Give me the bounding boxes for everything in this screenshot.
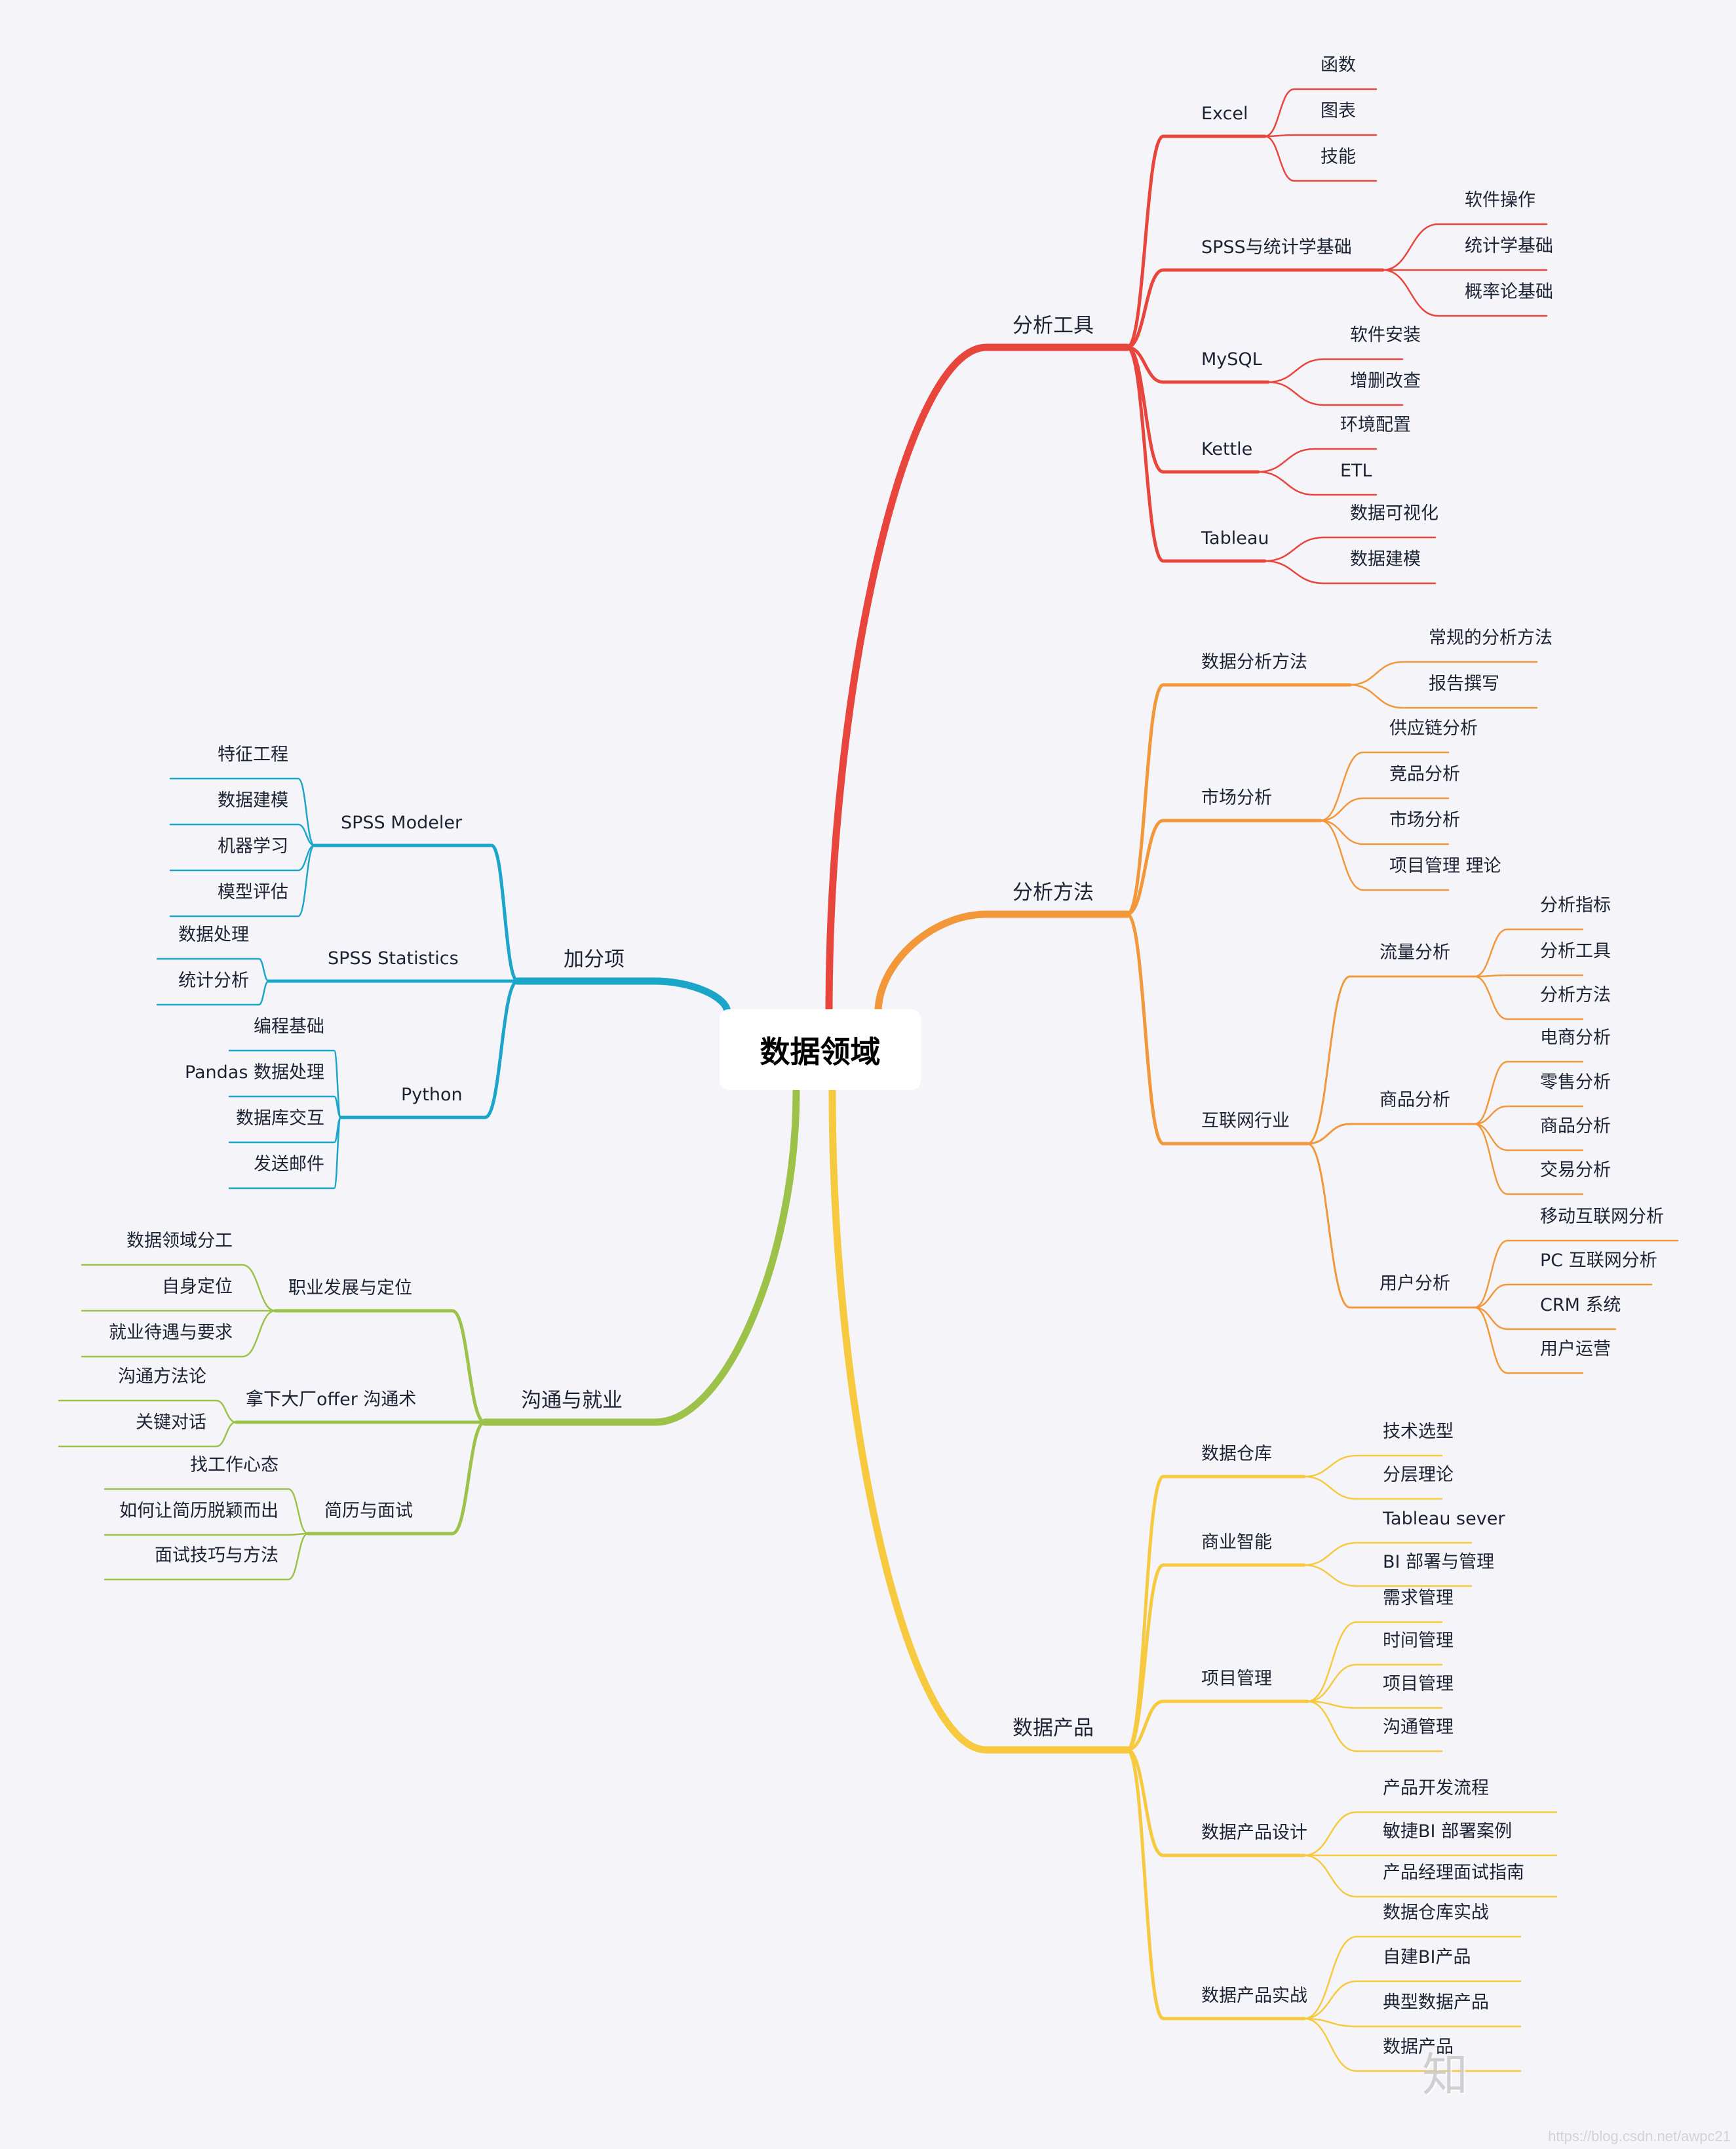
leaf-item[interactable]: 移动互联网分析	[1540, 1207, 1664, 1227]
leaf-item[interactable]: 图表	[1321, 101, 1356, 121]
leaf-item[interactable]: 项目管理	[1383, 1674, 1454, 1694]
topic-2-2[interactable]: 项目管理	[1201, 1669, 1272, 1689]
leaf-item[interactable]: 商品分析	[1540, 1116, 1611, 1136]
leaf-item[interactable]: 软件安装	[1350, 325, 1421, 345]
leaf-item[interactable]: 用户运营	[1540, 1339, 1611, 1359]
subtopic-0[interactable]: 流量分析	[1379, 942, 1450, 963]
leaf-item[interactable]: 发送邮件	[254, 1154, 324, 1174]
branch-0[interactable]: 分析工具	[1013, 314, 1094, 338]
leaf-item[interactable]: 产品经理面试指南	[1383, 1863, 1524, 1883]
branch-4[interactable]: 沟通与就业	[521, 1389, 623, 1412]
leaf-item[interactable]: 数据建模	[218, 790, 288, 811]
watermark-url: https://blog.csdn.net/awpc21	[1548, 2128, 1731, 2144]
leaf-item[interactable]: 典型数据产品	[1383, 1992, 1489, 2013]
leaf-item[interactable]: CRM 系统	[1540, 1295, 1621, 1315]
root-node[interactable]: 数据领域	[720, 1009, 921, 1090]
leaf-item[interactable]: 零售分析	[1540, 1072, 1611, 1093]
topic-4-0[interactable]: 职业发展与定位	[288, 1278, 412, 1298]
leaf-item[interactable]: 概率论基础	[1465, 282, 1553, 302]
leaf-item[interactable]: 电商分析	[1540, 1028, 1611, 1048]
leaf-item[interactable]: 编程基础	[254, 1016, 324, 1037]
leaf-item[interactable]: 沟通管理	[1383, 1717, 1454, 1737]
leaf-item[interactable]: 供应链分析	[1389, 718, 1478, 739]
leaf-item[interactable]: 数据库交互	[236, 1108, 324, 1129]
topic-3-0[interactable]: SPSS Modeler	[341, 813, 463, 833]
subtopic-1[interactable]: 商品分析	[1379, 1090, 1450, 1110]
root-label: 数据领域	[760, 1034, 881, 1070]
topic-2-1[interactable]: 商业智能	[1201, 1532, 1272, 1553]
topic-2-0[interactable]: 数据仓库	[1201, 1444, 1272, 1464]
subtopic-2[interactable]: 用户分析	[1379, 1273, 1450, 1294]
leaf-item[interactable]: 找工作心态	[190, 1455, 279, 1475]
leaf-item[interactable]: 产品开发流程	[1383, 1778, 1489, 1798]
leaf-item[interactable]: Tableau sever	[1383, 1509, 1505, 1529]
leaf-item[interactable]: 统计分析	[178, 971, 249, 991]
leaf-item[interactable]: 时间管理	[1383, 1631, 1454, 1651]
leaf-item[interactable]: 面试技巧与方法	[155, 1545, 279, 1566]
topic-0-0[interactable]: Excel	[1201, 104, 1248, 124]
leaf-item[interactable]: 数据仓库实战	[1383, 1903, 1489, 1923]
topic-4-1[interactable]: 拿下大厂offer 沟通术	[246, 1389, 417, 1410]
leaf-item[interactable]: 软件操作	[1465, 190, 1535, 210]
topic-2-3[interactable]: 数据产品设计	[1201, 1823, 1307, 1843]
leaf-item[interactable]: 技术选型	[1383, 1422, 1454, 1442]
branch-2[interactable]: 数据产品	[1013, 1716, 1094, 1740]
leaf-item[interactable]: 分析指标	[1540, 895, 1611, 916]
topic-1-1[interactable]: 市场分析	[1201, 788, 1272, 808]
leaf-item[interactable]: 自身定位	[162, 1277, 233, 1297]
topic-1-0[interactable]: 数据分析方法	[1201, 652, 1307, 672]
leaf-item[interactable]: 如何让简历脱颖而出	[119, 1501, 279, 1521]
watermark-glyph: 知	[1422, 2048, 1468, 2102]
leaf-item[interactable]: 技能	[1321, 147, 1356, 167]
topic-0-1[interactable]: SPSS与统计学基础	[1201, 237, 1352, 258]
leaf-item[interactable]: 就业待遇与要求	[109, 1323, 233, 1343]
leaf-item[interactable]: 沟通方法论	[118, 1366, 206, 1387]
leaf-item[interactable]: 函数	[1321, 55, 1356, 75]
topic-1-2[interactable]: 互联网行业	[1201, 1111, 1290, 1131]
leaf-item[interactable]: 数据建模	[1350, 549, 1421, 570]
leaf-item[interactable]: 分层理论	[1383, 1465, 1454, 1485]
leaf-item[interactable]: 敏捷BI 部署案例	[1383, 1821, 1513, 1842]
leaf-item[interactable]: 数据可视化	[1350, 503, 1438, 524]
leaf-item[interactable]: 市场分析	[1389, 810, 1460, 830]
leaf-item[interactable]: BI 部署与管理	[1383, 1552, 1495, 1572]
topic-0-3[interactable]: Kettle	[1201, 439, 1253, 459]
leaf-item[interactable]: 特征工程	[218, 745, 288, 765]
topic-4-2[interactable]: 简历与面试	[324, 1501, 413, 1521]
leaf-item[interactable]: 自建BI产品	[1383, 1947, 1471, 1967]
leaf-item[interactable]: 交易分析	[1540, 1160, 1611, 1180]
leaf-item[interactable]: 统计学基础	[1465, 236, 1553, 256]
leaf-item[interactable]: 竞品分析	[1389, 764, 1460, 784]
topic-0-4[interactable]: Tableau	[1201, 528, 1269, 549]
leaf-item[interactable]: 数据产品	[1383, 2037, 1454, 2057]
leaf-item[interactable]: 报告撰写	[1429, 674, 1499, 694]
leaf-item[interactable]: 需求管理	[1383, 1588, 1454, 1608]
leaf-item[interactable]: 环境配置	[1340, 415, 1411, 435]
topic-3-2[interactable]: Python	[401, 1085, 463, 1105]
leaf-item[interactable]: 增删改查	[1350, 371, 1421, 391]
leaf-item[interactable]: 模型评估	[218, 882, 288, 902]
leaf-item[interactable]: 数据领域分工	[126, 1231, 233, 1251]
leaf-item[interactable]: 关键对话	[136, 1412, 206, 1433]
leaf-item[interactable]: 数据处理	[178, 925, 249, 945]
leaf-item[interactable]: Pandas 数据处理	[184, 1062, 324, 1083]
leaf-item[interactable]: 项目管理 理论	[1389, 856, 1501, 876]
topic-0-2[interactable]: MySQL	[1201, 349, 1262, 370]
leaf-item[interactable]: PC 互联网分析	[1540, 1250, 1657, 1271]
leaf-item[interactable]: 分析方法	[1540, 985, 1611, 1005]
leaf-item[interactable]: 分析工具	[1540, 941, 1611, 961]
topic-3-1[interactable]: SPSS Statistics	[328, 948, 459, 969]
branch-1[interactable]: 分析方法	[1013, 881, 1094, 904]
topic-2-4[interactable]: 数据产品实战	[1201, 1986, 1307, 2006]
leaf-item[interactable]: ETL	[1340, 461, 1372, 481]
branch-3[interactable]: 加分项	[564, 948, 625, 971]
leaf-item[interactable]: 常规的分析方法	[1429, 628, 1553, 648]
leaf-item[interactable]: 机器学习	[218, 836, 288, 857]
